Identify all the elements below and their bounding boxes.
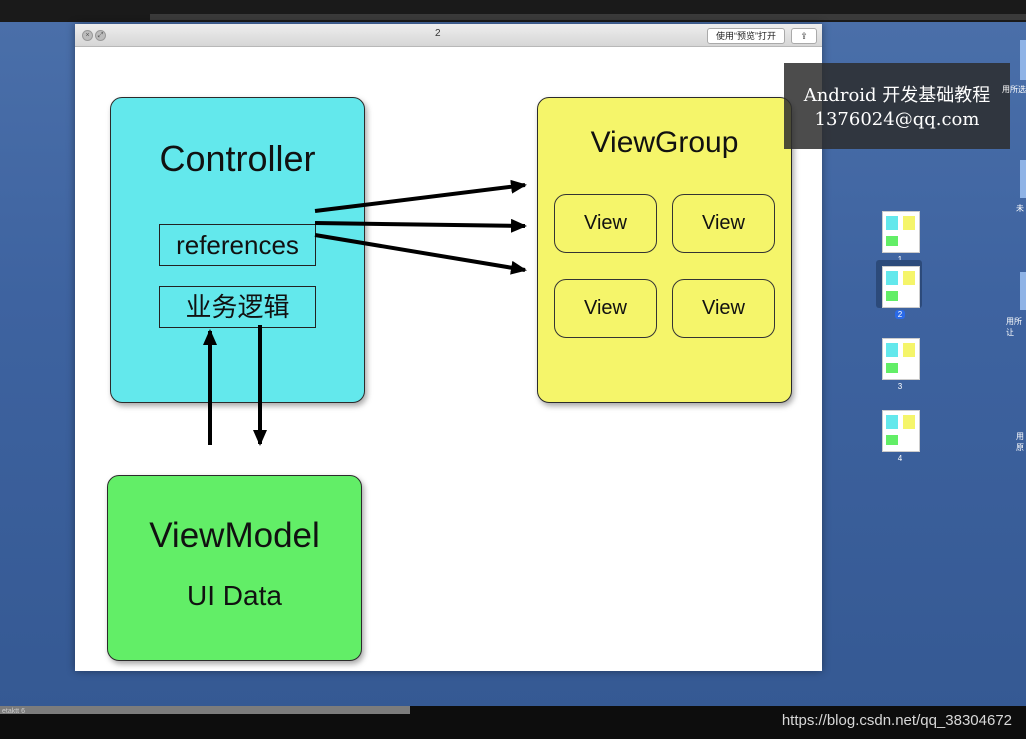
viewgroup-box: ViewGroup View View View View bbox=[537, 97, 792, 403]
reference-arrow-bottom bbox=[314, 233, 527, 275]
window-titlebar: × ⤢ 2 使用“预览”打开 ⇪ bbox=[75, 24, 822, 47]
taskbar-label: etaktt 6 bbox=[2, 708, 25, 715]
watermark-email: 1376024@qq.com bbox=[814, 109, 980, 130]
thumbnail-label: 4 bbox=[897, 454, 903, 463]
diagram-arrows bbox=[203, 179, 527, 446]
pdf-thumbnail-icon bbox=[882, 211, 920, 253]
pdf-thumbnail-icon bbox=[882, 410, 920, 452]
desktop-file-icon[interactable] bbox=[1020, 160, 1026, 198]
controller-title: Controller bbox=[159, 138, 316, 179]
thumbnail-label: 1 bbox=[880, 255, 920, 264]
taskbar-item[interactable] bbox=[0, 706, 410, 714]
thumbnail-label: 2 bbox=[880, 310, 920, 319]
bottom-bar: etaktt 6 https://blog.csdn.net/qq_383046… bbox=[0, 706, 1026, 739]
window-title: 2 bbox=[435, 28, 441, 39]
selected-page-badge: 2 bbox=[894, 310, 906, 319]
top-strip bbox=[150, 14, 1026, 20]
page-thumbnail-1[interactable]: 1 bbox=[880, 211, 920, 264]
top-bar bbox=[0, 0, 1026, 22]
view-box: View bbox=[672, 279, 775, 338]
desktop-label: 用所选 bbox=[1002, 85, 1026, 94]
page-thumbnail-4[interactable]: 4 bbox=[880, 410, 920, 463]
pdf-thumbnail-icon bbox=[882, 338, 920, 380]
fullscreen-icon[interactable]: ⤢ bbox=[95, 30, 106, 41]
page-thumbnail-3[interactable]: 3 bbox=[880, 338, 920, 391]
watermark-course: Android 开发基础教程 bbox=[803, 85, 991, 106]
viewgroup-title: ViewGroup bbox=[590, 126, 739, 159]
references-box: references bbox=[159, 224, 316, 266]
view-box: View bbox=[672, 194, 775, 253]
viewmodel-box: ViewModel UI Data bbox=[107, 475, 362, 661]
desktop-label: 未 bbox=[1016, 204, 1024, 213]
share-icon[interactable]: ⇪ bbox=[791, 28, 817, 44]
controller-box: Controller references 业务逻辑 bbox=[110, 97, 365, 403]
page-thumbnail-2[interactable]: 2 bbox=[876, 260, 922, 319]
pdf-thumbnail-icon bbox=[882, 266, 920, 308]
desktop-label: 用所让 bbox=[1006, 317, 1022, 337]
view-box: View bbox=[554, 194, 657, 253]
document-page: Controller references 业务逻辑 ViewGroup Vie… bbox=[75, 47, 822, 671]
thumbnail-label: 3 bbox=[897, 382, 903, 391]
desktop-label: 用原 bbox=[1016, 432, 1024, 452]
business-logic-box: 业务逻辑 bbox=[159, 286, 316, 328]
open-with-preview-button[interactable]: 使用“预览”打开 bbox=[707, 28, 785, 44]
close-icon[interactable]: × bbox=[82, 30, 93, 41]
viewmodel-subtitle: UI Data bbox=[187, 580, 282, 611]
view-box: View bbox=[554, 279, 657, 338]
blog-url-watermark: https://blog.csdn.net/qq_38304672 bbox=[781, 712, 1012, 729]
reference-arrow-middle bbox=[314, 218, 527, 233]
viewmodel-title: ViewModel bbox=[149, 516, 320, 555]
desktop-file-icon[interactable] bbox=[1020, 272, 1026, 310]
quicklook-window: × ⤢ 2 使用“预览”打开 ⇪ Controller references 业… bbox=[75, 24, 822, 671]
course-watermark: Android 开发基础教程 1376024@qq.com bbox=[784, 63, 1010, 149]
desktop-file-icon[interactable] bbox=[1020, 40, 1026, 80]
reference-arrow-top bbox=[314, 179, 527, 213]
